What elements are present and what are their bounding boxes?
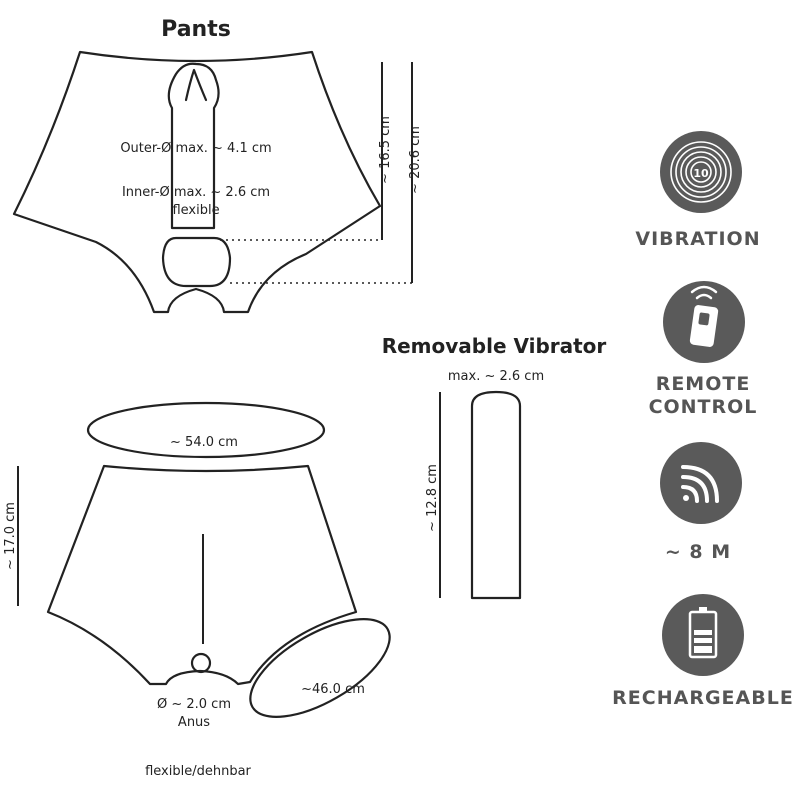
vibration-badge: 10 [693,167,709,180]
vibrator-title: Removable Vibrator [382,334,607,358]
remote-control-feature: REMOTE CONTROL [649,281,758,418]
length-total-label: ~ 20.6 cm [408,126,423,194]
wireless-range-feature: ~ 8 M [660,442,742,563]
vibration-feature: 10 VIBRATION [635,131,760,250]
dildo-base [161,236,232,288]
anus-diameter-label: Ø ~ 2.0 cm [157,697,231,712]
remote-label-line1: REMOTE [656,373,751,395]
pants-title: Pants [161,17,231,42]
vibrator-diameter-label: max. ~ 2.6 cm [448,369,544,384]
vibration-icon-bg [660,131,742,213]
waist-ellipse [86,401,326,459]
leg-ellipse [249,618,391,718]
outer-diameter-label: Outer-Ø max. ~ 4.1 cm [120,141,271,156]
wireless-signal-icon [681,465,719,503]
waist-label: ~ 54.0 cm [170,435,238,450]
anus-label: Anus [178,715,210,730]
anus-opening [190,652,212,674]
pants-back-outline [46,464,358,686]
remote-control-icon [689,285,719,347]
inner-diameter-label: Inner-Ø max. ~ 2.6 cm [122,185,270,200]
material-note-label: flexible/dehnbar [145,764,251,779]
rechargeable-label: RECHARGEABLE [612,687,794,709]
rechargeable-feature: RECHARGEABLE [612,594,794,709]
battery-icon [688,607,718,659]
remote-label-line2: CONTROL [649,396,758,418]
vibrator-body [470,390,522,600]
pants-outline [12,50,382,314]
dildo-shaft [167,62,220,230]
dildo-tip-detail [184,68,208,102]
vibrator-length-label: ~ 12.8 cm [425,464,440,532]
leg-label: ~46.0 cm [301,682,365,697]
inner-note-label: flexible [172,203,219,218]
range-label: ~ 8 M [665,541,731,563]
height-label: ~ 17.0 cm [3,502,18,570]
length-short-label: ~ 16.5 cm [378,116,393,184]
vibration-label: VIBRATION [635,228,760,250]
vibration-rings-icon [670,141,732,203]
